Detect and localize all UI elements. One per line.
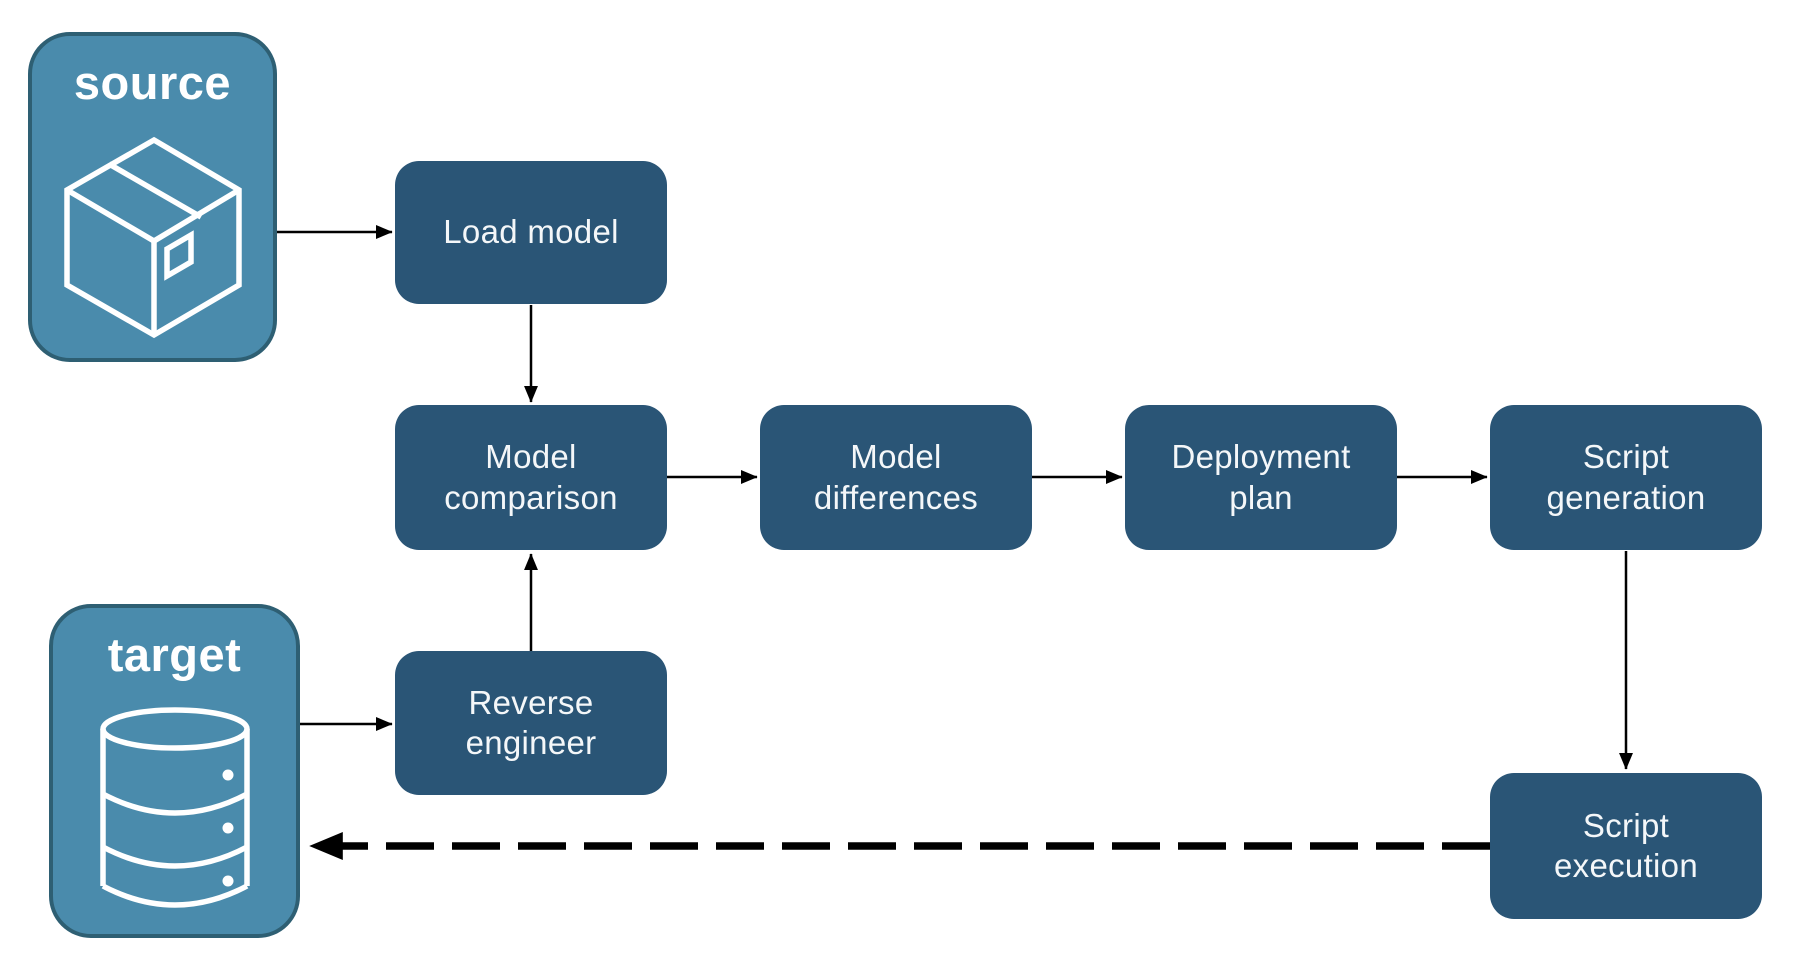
target-label: target — [107, 628, 242, 681]
database-icon — [99, 706, 250, 908]
package-icon — [63, 136, 242, 338]
node-load-model: Load model — [395, 161, 667, 304]
node-deployment-plan: Deployment plan — [1125, 405, 1397, 550]
target-container: target — [49, 604, 300, 938]
source-label: source — [73, 56, 232, 109]
node-script-execution: Script execution — [1490, 773, 1762, 919]
node-script-generation: Script generation — [1490, 405, 1762, 550]
node-reverse-engineer: Reverse engineer — [395, 651, 667, 795]
node-model-comparison: Model comparison — [395, 405, 667, 550]
source-container: source — [28, 32, 277, 362]
node-model-differences: Model differences — [760, 405, 1032, 550]
